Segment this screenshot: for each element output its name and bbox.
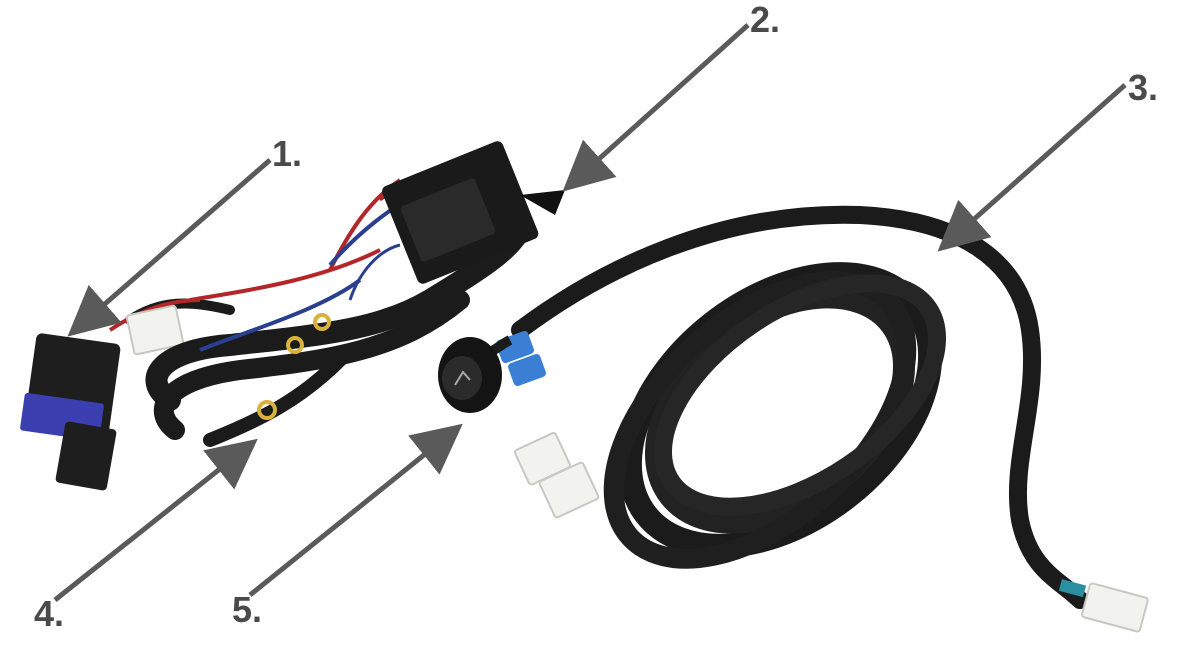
callout-5: 5. xyxy=(232,589,263,630)
callout-1: 1. xyxy=(272,133,303,174)
arrow-3 xyxy=(937,83,1127,252)
callout-2: 2. xyxy=(750,0,781,40)
callout-arrows xyxy=(53,23,1127,602)
callout-3: 3. xyxy=(1128,67,1159,108)
arrow-2 xyxy=(562,23,750,192)
arrow-4 xyxy=(53,438,258,602)
extension-cable-coil xyxy=(496,205,1149,633)
arrow-5 xyxy=(248,423,463,597)
fuse-holder xyxy=(20,298,235,491)
arrow-1 xyxy=(67,158,272,337)
push-button-switch xyxy=(438,335,513,413)
callout-4: 4. xyxy=(34,593,65,634)
relay-harness xyxy=(145,141,565,447)
